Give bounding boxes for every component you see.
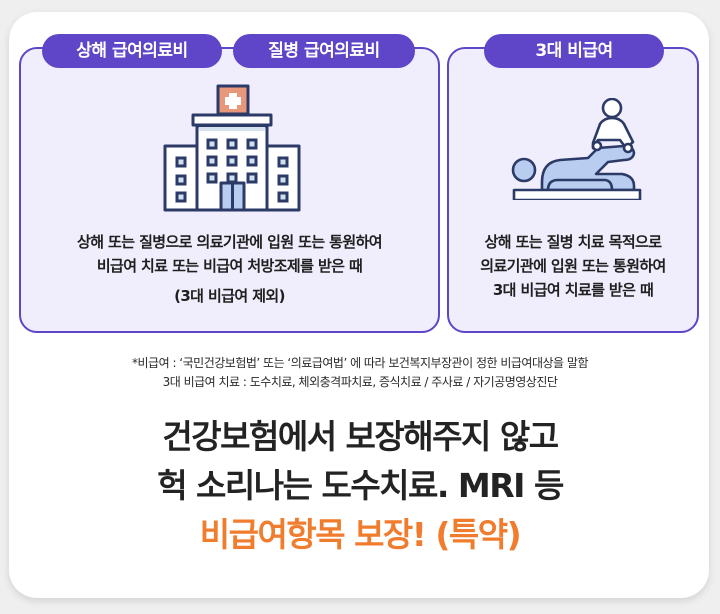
headline-line: 건강보험에서 보장해주지 않고 <box>162 417 559 456</box>
description-line: 의료기관에 입원 또는 통원하여 <box>480 257 666 275</box>
tab-injury-medical: 상해 급여의료비 <box>42 34 222 68</box>
description-line: 상해 또는 질병 치료 목적으로 <box>484 233 662 251</box>
headline-line: 헉 소리나는 도수치료. MRI 등 <box>157 466 564 505</box>
description-line: 상해 또는 질병으로 의료기관에 입원 또는 통원하여 <box>77 233 383 251</box>
headline: 건강보험에서 보장해주지 않고 헉 소리나는 도수치료. MRI 등 비급여항목… <box>20 412 700 559</box>
manual-therapy-icon <box>511 98 642 200</box>
three-noncovered-description: 상해 또는 질병 치료 목적으로 의료기관에 입원 또는 통원하여 3대 비급여… <box>450 230 696 302</box>
footnote-noncovered-definition: *비급여 : ‘국민건강보험법’ 또는 ‘의료급여법’ 에 따라 보건복지부장관… <box>132 356 588 370</box>
medical-benefit-description: 상해 또는 질병으로 의료기관에 입원 또는 통원하여 비급여 치료 또는 비급… <box>22 230 437 308</box>
hospital-icon <box>163 84 301 212</box>
headline-accent: 비급여항목 보장! (특약) <box>199 515 522 554</box>
tab-disease-medical: 질병 급여의료비 <box>233 34 415 68</box>
description-line: 3대 비급여 치료를 받은 때 <box>492 281 654 299</box>
tab-three-noncovered: 3대 비급여 <box>484 34 664 68</box>
description-line: 비급여 치료 또는 비급여 처방조제를 받은 때 <box>96 257 363 275</box>
footnotes: *비급여 : ‘국민건강보험법’ 또는 ‘의료급여법’ 에 따라 보건복지부장관… <box>20 354 700 392</box>
exclusion-note: (3대 비급여 제외) <box>174 287 285 305</box>
footnote-three-noncovered-list: 3대 비급여 치료 : 도수치료, 체외충격파치료, 증식치료 / 주사료 / … <box>162 375 558 389</box>
